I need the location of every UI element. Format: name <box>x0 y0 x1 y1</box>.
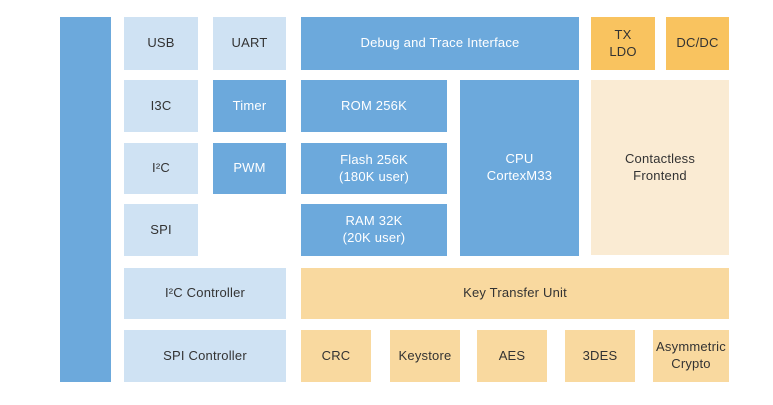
block-i3c: I3C <box>124 80 198 132</box>
block-rom: ROM 256K <box>301 80 447 132</box>
block-key-transfer-unit: Key Transfer Unit <box>301 268 729 319</box>
block-timer: Timer <box>213 80 286 132</box>
block-tx-ldo: TX LDO <box>591 17 655 70</box>
block-cpu-cortexm33: CPU CortexM33 <box>460 80 579 256</box>
block-3des: 3DES <box>565 330 635 382</box>
block-pwm: PWM <box>213 143 286 194</box>
block-uart: UART <box>213 17 286 70</box>
block-usb: USB <box>124 17 198 70</box>
block-flash: Flash 256K (180K user) <box>301 143 447 194</box>
block-spi: SPI <box>124 204 198 256</box>
block-i2c-controller: I²C Controller <box>124 268 286 319</box>
block-keystore: Keystore <box>390 330 460 382</box>
block-debug-trace-interface: Debug and Trace Interface <box>301 17 579 70</box>
block-i2c: I²C <box>124 143 198 194</box>
block-dcdc: DC/DC <box>666 17 729 70</box>
bus-bar <box>60 17 111 382</box>
block-ram: RAM 32K (20K user) <box>301 204 447 256</box>
block-crc: CRC <box>301 330 371 382</box>
block-aes: AES <box>477 330 547 382</box>
block-spi-controller: SPI Controller <box>124 330 286 382</box>
block-contactless-frontend: Contactless Frontend <box>591 80 729 255</box>
block-asymmetric-crypto: Asymmetric Crypto <box>653 330 729 382</box>
